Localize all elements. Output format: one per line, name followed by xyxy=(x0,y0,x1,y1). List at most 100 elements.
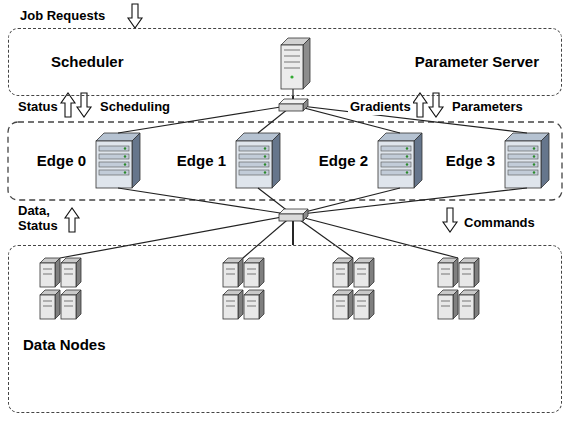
edge-server-node: Edge 0 xyxy=(37,133,140,188)
data-node-icon xyxy=(244,290,264,319)
box-front xyxy=(223,263,238,287)
edge-server-icon xyxy=(505,133,549,188)
server-slot xyxy=(239,154,269,159)
box-side xyxy=(474,290,479,319)
box-side xyxy=(453,258,458,287)
flow-label: Data, Status xyxy=(16,204,60,234)
data-node-icon xyxy=(223,290,243,319)
switch-wire xyxy=(243,215,293,258)
edge-server-node: Edge 3 xyxy=(446,133,549,188)
box-front xyxy=(96,141,132,188)
drive-bay xyxy=(441,301,450,302)
drive-bay xyxy=(43,301,52,302)
drive-bay xyxy=(336,301,345,302)
drive-bay xyxy=(284,56,300,57)
box-side xyxy=(238,290,243,319)
box-front xyxy=(244,295,259,319)
server-led xyxy=(264,155,266,157)
server-slot xyxy=(99,154,129,159)
box-side xyxy=(303,209,308,221)
drive-bay xyxy=(43,274,52,275)
box-front xyxy=(354,263,369,287)
box-front xyxy=(244,263,259,287)
server-led xyxy=(533,163,535,165)
box-front xyxy=(354,295,369,319)
server-led xyxy=(124,171,126,173)
box-side xyxy=(474,258,479,287)
box-side xyxy=(414,133,422,188)
server-led xyxy=(406,147,408,149)
drive-bay xyxy=(247,269,256,270)
data-node-icon xyxy=(333,258,353,287)
flow-label: Gradients xyxy=(348,100,413,115)
drive-bay xyxy=(336,306,345,307)
drive-bay xyxy=(284,50,300,51)
hollow-arrow xyxy=(77,93,91,117)
server-led xyxy=(406,163,408,165)
server-led xyxy=(124,155,126,157)
data-node-icon xyxy=(61,258,81,287)
server-led xyxy=(406,155,408,157)
data-node-icon xyxy=(333,290,353,319)
data-node-icon xyxy=(459,290,479,319)
box-front xyxy=(459,295,474,319)
server-slot xyxy=(239,170,269,175)
drive-bay xyxy=(357,269,366,270)
drive-bay xyxy=(284,62,300,63)
drive-bay xyxy=(462,301,471,302)
drive-bay xyxy=(441,306,450,307)
data-node-icon xyxy=(438,290,458,319)
label-slot: Data, Status xyxy=(16,204,60,234)
label-slot: Gradients xyxy=(348,97,413,115)
drive-bay xyxy=(357,301,366,302)
flow-label: Commands xyxy=(462,216,537,231)
drive-bay xyxy=(247,301,256,302)
box-front xyxy=(223,295,238,319)
box-front xyxy=(279,214,303,221)
drive-bay xyxy=(462,269,471,270)
server-slot xyxy=(99,170,129,175)
data-node-icon xyxy=(354,258,374,287)
node-title: Scheduler xyxy=(51,53,124,70)
box-front xyxy=(279,104,303,111)
server-slot xyxy=(381,162,411,167)
drive-bay xyxy=(462,306,471,307)
data-node-icon xyxy=(459,258,479,287)
drive-bay xyxy=(462,274,471,275)
server-led xyxy=(533,155,535,157)
box-side xyxy=(132,133,140,188)
server-led xyxy=(533,147,535,149)
edge-server-node: Edge 1 xyxy=(177,133,280,188)
drive-bay xyxy=(64,274,73,275)
box-front xyxy=(459,263,474,287)
server-led xyxy=(264,147,266,149)
hollow-arrow xyxy=(413,93,427,117)
node-title: Edge 0 xyxy=(37,152,86,169)
server-led xyxy=(124,147,126,149)
flow-label: Status xyxy=(16,100,60,115)
network-link xyxy=(293,96,527,133)
power-led xyxy=(290,75,293,78)
server-slot xyxy=(381,170,411,175)
server-slot xyxy=(508,170,538,175)
data-node-icon xyxy=(40,258,60,287)
server-slot xyxy=(381,154,411,159)
flow-label: Job Requests xyxy=(18,9,107,24)
hollow-arrow xyxy=(61,93,75,117)
edge-server-icon xyxy=(96,133,140,188)
drive-bay xyxy=(247,274,256,275)
box-side xyxy=(76,258,81,287)
drive-bay xyxy=(441,274,450,275)
drive-bay xyxy=(247,306,256,307)
drive-bay xyxy=(357,274,366,275)
box-side xyxy=(369,258,374,287)
drive-bay xyxy=(226,306,235,307)
network-switch-icon xyxy=(279,209,308,221)
server-led xyxy=(264,163,266,165)
hollow-arrow xyxy=(429,93,443,117)
node-title: Edge 1 xyxy=(177,152,226,169)
flow-label: Parameters xyxy=(450,100,525,115)
box-front xyxy=(61,263,76,287)
tier-band: Data Nodes xyxy=(8,245,562,413)
drive-bay xyxy=(336,274,345,275)
